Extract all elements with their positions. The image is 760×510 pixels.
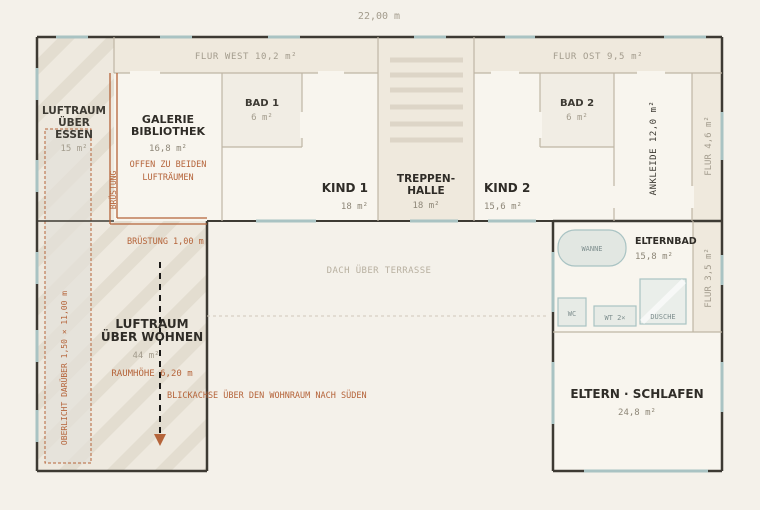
flur-west-label: FLUR WEST 10,2 m² bbox=[195, 52, 297, 62]
treppenhalle-area-label: 18 m² bbox=[412, 201, 439, 211]
treppenhalle-name-line1: TREPPEN- bbox=[397, 173, 455, 185]
luftraum-essen-name-line1: LUFTRAUM bbox=[42, 105, 106, 117]
windows bbox=[35, 35, 724, 473]
kind2-name: KIND 2 bbox=[484, 181, 530, 195]
luftraum-wohnen-area-label: 44 m² bbox=[132, 351, 159, 361]
bad2-name: BAD 2 bbox=[560, 98, 594, 109]
wanne-label: WANNE bbox=[581, 245, 602, 253]
kind1-upper-area bbox=[302, 73, 378, 147]
bad1-area-label: 6 m² bbox=[251, 113, 273, 123]
luftraum-essen-name: LUFTRAUM ÜBER ESSEN bbox=[42, 105, 106, 141]
galerie-note-line1: OFFEN ZU BEIDEN bbox=[130, 160, 207, 170]
kind2-area bbox=[474, 73, 540, 221]
bad2-area-label: 6 m² bbox=[566, 113, 588, 123]
elternbad-name: ELTERNBAD bbox=[635, 236, 697, 247]
galerie-name-line2: BIBLIOTHEK bbox=[131, 125, 206, 138]
galerie-note-line2: LUFTRÄUMEN bbox=[142, 172, 193, 183]
dach-terrasse-area bbox=[207, 221, 553, 471]
flur-ost-label: FLUR OST 9,5 m² bbox=[553, 52, 643, 62]
kind1-name: KIND 1 bbox=[322, 181, 368, 195]
dach-terrasse-label: DACH ÜBER TERRASSE bbox=[327, 265, 432, 276]
luftraum-essen-name-line3: ESSEN bbox=[55, 129, 93, 141]
treppenhalle-area bbox=[378, 37, 474, 221]
galerie-name-line1: GALERIE bbox=[142, 113, 194, 126]
wc-label: WC bbox=[568, 310, 576, 318]
oberlicht-label: OBERLICHT DARÜBER 1,50 × 11,00 m bbox=[59, 291, 69, 445]
ankleide-label: ANKLEIDE 12,0 m² bbox=[649, 101, 659, 196]
oberlicht-outline bbox=[44, 128, 92, 464]
shower-glass-icon bbox=[639, 278, 687, 325]
bad1-area bbox=[222, 73, 302, 147]
luftraum-essen-area-label: 15 m² bbox=[60, 144, 87, 154]
eltern-schlafen-area-label: 24,8 m² bbox=[618, 408, 656, 418]
bruestung-lines bbox=[109, 73, 207, 225]
luftraum-wohnen-height-label: RAUMHÖHE 6,20 m bbox=[111, 368, 192, 379]
eltern-schlafen-area bbox=[553, 332, 722, 471]
ankleide-area bbox=[614, 73, 692, 221]
door-gaps bbox=[130, 71, 694, 208]
wc-fixture bbox=[557, 297, 587, 327]
bad2-area bbox=[540, 73, 614, 147]
luftraum-wohnen-name-line1: LUFTRAUM bbox=[115, 317, 188, 331]
corridor-labels: FLUR WEST 10,2 m² FLUR OST 9,5 m² FLUR 4… bbox=[195, 52, 714, 308]
kind1-lower-area bbox=[222, 147, 378, 221]
eltern-schlafen-name: ELTERN · SCHLAFEN bbox=[570, 387, 703, 401]
elternbad-area-label: 15,8 m² bbox=[635, 252, 673, 262]
treppenhalle-name-line2: HALLE bbox=[407, 185, 444, 197]
dusche-label: DUSCHE bbox=[650, 313, 675, 321]
bathtub-fixture bbox=[557, 229, 627, 267]
kind2-lower-area bbox=[540, 147, 614, 221]
galerie-area bbox=[114, 73, 222, 221]
flur-west-area bbox=[114, 37, 378, 73]
kind2-area-label: 15,6 m² bbox=[484, 202, 522, 212]
overall-width-dimension: 22,00 m bbox=[358, 11, 400, 22]
bruestung-horizontal-label: BRÜSTUNG 1,00 m bbox=[127, 236, 204, 247]
flur-right-upper-label: FLUR 4,6 m² bbox=[704, 116, 714, 176]
washbasin-fixture bbox=[593, 305, 637, 327]
flur-right-upper-area bbox=[692, 73, 722, 221]
stair-treads bbox=[390, 57, 463, 143]
flur-ost-area bbox=[474, 37, 722, 73]
kind1-area-label: 18 m² bbox=[341, 202, 368, 212]
luftraum-wohnen-name-line2: ÜBER WOHNEN bbox=[101, 329, 203, 344]
luftraum-essen-name-line2: ÜBER bbox=[58, 115, 90, 129]
flur-right-lower-label: FLUR 3,5 m² bbox=[704, 248, 714, 308]
bad1-name: BAD 1 bbox=[245, 98, 279, 109]
galerie-area-label: 16,8 m² bbox=[149, 144, 187, 154]
wt-label: WT 2× bbox=[604, 314, 625, 322]
bruestung-vertical-label: BRÜSTUNG bbox=[108, 171, 118, 210]
flur-right-lower-area bbox=[693, 221, 722, 332]
blickachse-label: BLICKACHSE ÜBER DEN WOHNRAUM NACH SÜDEN bbox=[167, 390, 367, 401]
